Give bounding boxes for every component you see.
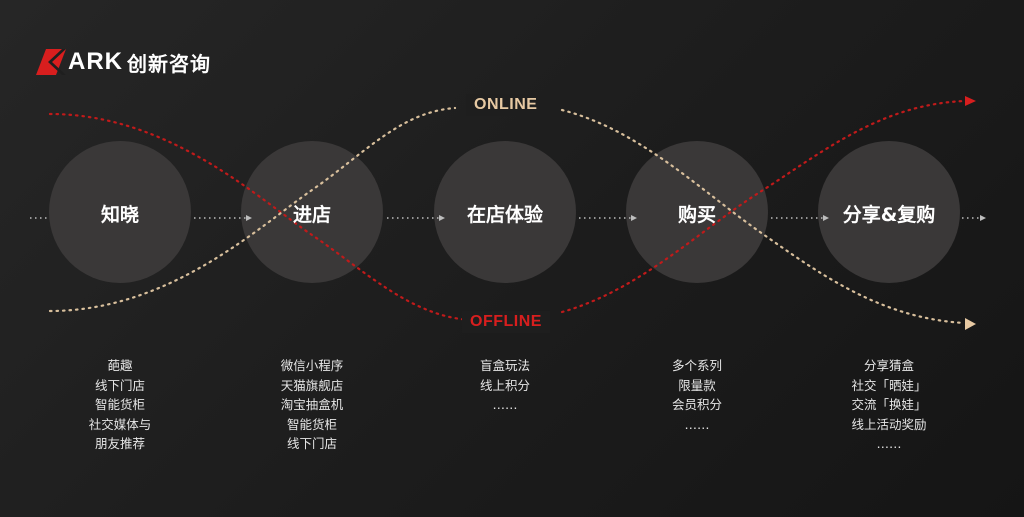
stage-items-share: 分享猜盒 社交「晒娃」 交流「换娃」 线上活动奖励 …… <box>819 356 959 454</box>
connector-arrowheads <box>246 215 986 221</box>
list-item: 朋友推荐 <box>94 436 145 451</box>
brand-name-en: ARK <box>68 48 123 75</box>
list-item: 智能货柜 <box>286 416 337 432</box>
list-item: 线上活动奖励 <box>851 416 927 432</box>
stage-circle-3 <box>434 141 576 283</box>
list-item: 社交媒体与 <box>88 416 152 432</box>
stage-items-purchase: 多个系列 限量款 会员积分 …… <box>627 356 767 434</box>
list-item: 线下门店 <box>94 377 145 393</box>
online-label: ONLINE <box>466 94 546 116</box>
ark-logo-icon <box>36 49 66 75</box>
stage-circle-4 <box>626 141 768 283</box>
list-item: 分享猜盒 <box>863 358 914 373</box>
offline-label: OFFLINE <box>462 311 550 333</box>
online-channel-curve <box>48 106 457 313</box>
list-item: 限量款 <box>678 377 716 393</box>
list-item: …… <box>876 436 902 451</box>
stage-label-purchase: 购买 <box>677 204 716 226</box>
list-item: 智能货柜 <box>94 397 145 412</box>
stage-label-experience: 在店体验 <box>466 204 543 226</box>
stage-circle-2 <box>241 141 383 283</box>
online-arrow-head <box>965 318 976 330</box>
stage-label-share: 分享&复购 <box>842 204 936 226</box>
list-item: 天猫旗舰店 <box>280 377 344 393</box>
brand-name-cn: 创新咨询 <box>127 51 211 76</box>
online-channel-curve-right <box>560 108 966 325</box>
stage-circle-1 <box>49 141 191 283</box>
list-item: 盲盒玩法 <box>479 358 530 373</box>
list-item: 交流「换娃」 <box>851 397 927 412</box>
list-item: 线下门店 <box>286 436 337 451</box>
stage-items-awareness: 葩趣 线下门店 智能货柜 社交媒体与 朋友推荐 <box>50 356 190 454</box>
list-item: 线上积分 <box>479 377 530 393</box>
list-item: 微信小程序 <box>280 358 344 373</box>
stage-circle-5 <box>818 141 960 283</box>
list-item: 多个系列 <box>671 358 722 373</box>
list-item: 淘宝抽盒机 <box>280 397 344 412</box>
list-item: …… <box>684 416 710 432</box>
brand-logo: ARK 创新咨询 <box>36 46 211 78</box>
stage-label-visit: 进店 <box>292 204 331 226</box>
offline-channel-curve-right <box>560 99 967 314</box>
stage-items-visit: 微信小程序 天猫旗舰店 淘宝抽盒机 智能货柜 线下门店 <box>242 356 382 454</box>
list-item: 会员积分 <box>671 397 722 412</box>
stage-items-experience: 盲盒玩法 线上积分 …… <box>435 356 575 415</box>
stage-label-awareness: 知晓 <box>100 204 139 226</box>
offline-arrow-head <box>965 96 976 106</box>
list-item: …… <box>492 397 518 412</box>
list-item: 社交「晒娃」 <box>851 377 927 393</box>
list-item: 葩趣 <box>107 358 133 373</box>
